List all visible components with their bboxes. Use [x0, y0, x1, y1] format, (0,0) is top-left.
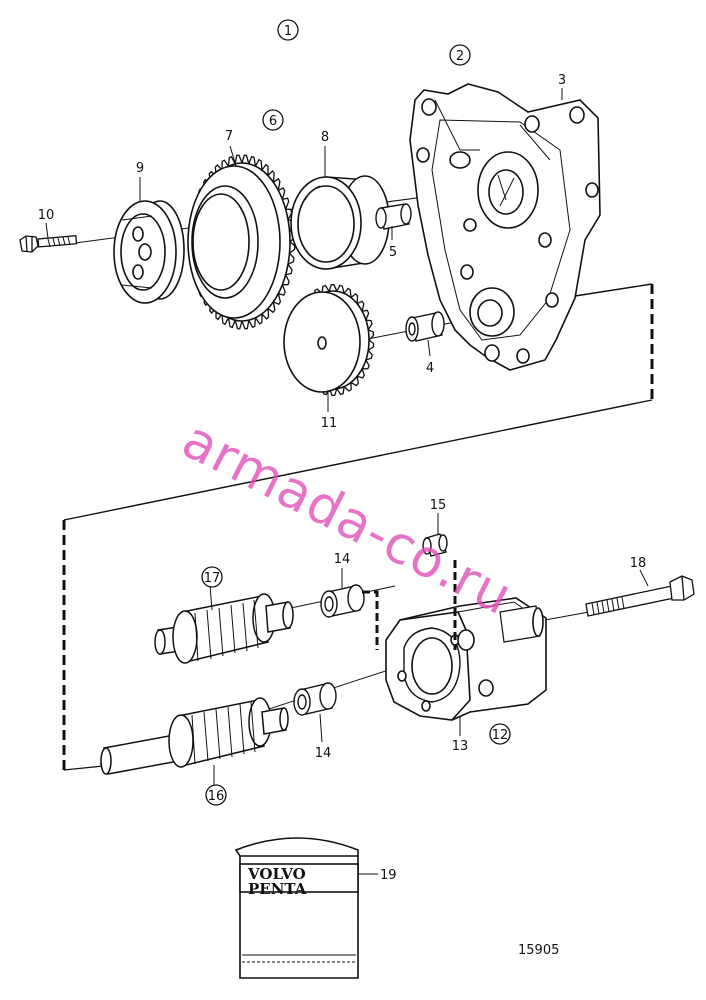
bushing-boundary — [362, 590, 379, 650]
callout-15: 15 — [430, 498, 447, 513]
callout-14-lower: 14 — [315, 746, 332, 761]
pulley-bolt — [19, 234, 78, 253]
timing-cover — [409, 83, 601, 371]
wear-sleeve — [290, 175, 390, 270]
dowel-pin — [422, 533, 448, 557]
gasket-kit-packet — [234, 837, 378, 979]
callout-6: 6 — [269, 114, 277, 129]
crankshaft-pulley — [113, 200, 185, 304]
callout-18: 18 — [630, 556, 647, 571]
callout-19: 19 — [380, 868, 397, 883]
pump-through-bolt — [585, 575, 695, 617]
callout-7: 7 — [225, 129, 233, 144]
callout-16: 16 — [208, 789, 225, 804]
crankshaft-gear — [187, 154, 296, 330]
pump-drive-shaft-gear — [100, 697, 289, 775]
callout-4: 4 — [426, 361, 434, 376]
circled-callouts — [201, 19, 511, 806]
pump-driven-gear — [154, 593, 294, 664]
callout-3: 3 — [558, 73, 566, 88]
pump-drive-gear — [283, 283, 375, 397]
crank-sleeve-bushing — [375, 203, 412, 230]
drawing-number: 15905 — [518, 943, 559, 958]
callout-12: 12 — [492, 728, 509, 743]
callout-5: 5 — [389, 245, 397, 260]
leader-lines — [45, 88, 649, 785]
callout-14-upper: 14 — [334, 552, 351, 567]
packet-brand-line1: VOLVO — [247, 865, 306, 883]
callout-8: 8 — [321, 130, 329, 145]
callout-13: 13 — [452, 739, 469, 754]
lower-pump-bushing — [293, 682, 337, 716]
packet-brand-line2: PENTA — [248, 880, 307, 898]
oil-pump-housing — [385, 597, 547, 721]
upper-pump-bushing — [320, 584, 365, 618]
cover-boundary-link — [574, 283, 653, 297]
callout-11: 11 — [321, 416, 338, 431]
callout-2: 2 — [456, 49, 464, 64]
callout-10: 10 — [38, 208, 55, 223]
callout-17: 17 — [204, 571, 221, 586]
callout-9: 9 — [136, 161, 144, 176]
callout-1: 1 — [284, 24, 292, 39]
pump-drive-bushing — [405, 311, 445, 342]
